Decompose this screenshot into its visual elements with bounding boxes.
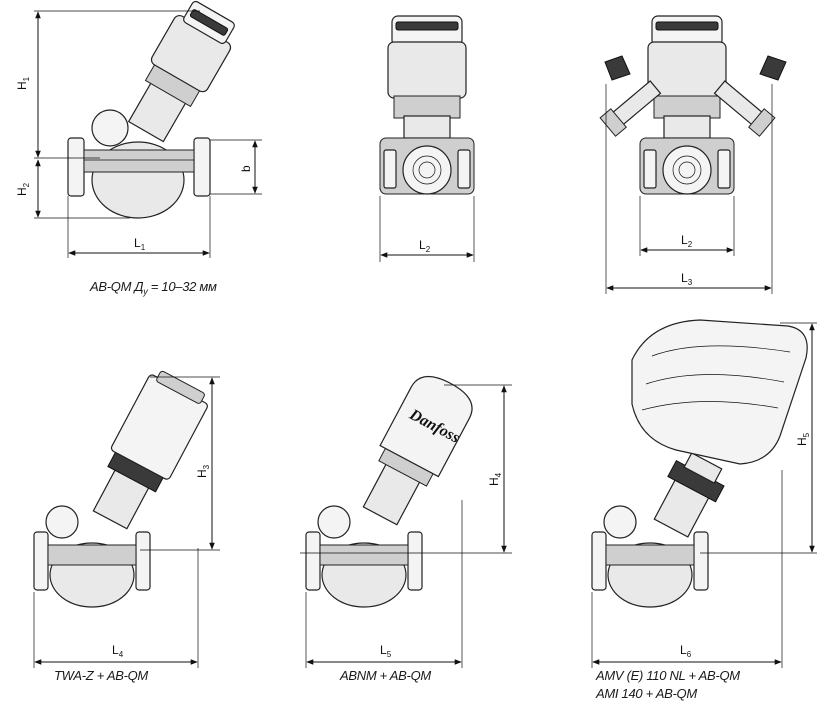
fig5-valve: Danfoss [305, 376, 473, 608]
fig2-dimensions: L2 [379, 196, 475, 262]
fig3-valve [599, 15, 787, 195]
fig3-dimensions: L2 L3 [605, 84, 773, 294]
fig6-valve [591, 319, 808, 608]
caption-fig4: TWA-Z + AB-QM [54, 668, 148, 683]
dim-l4: L4 [112, 643, 124, 659]
dim-l2-fig3: L2 [681, 233, 693, 249]
fig4-valve [33, 370, 208, 608]
dim-l2-fig2: L2 [419, 238, 431, 254]
dim-h3: H3 [195, 464, 211, 478]
fig2-valve [379, 15, 475, 195]
dim-l1: L1 [134, 236, 146, 252]
caption-fig6-line2: AMI 140 + AB-QM [596, 686, 697, 701]
fig1-valve [67, 0, 235, 219]
fig6-dimensions: H5 L6 [591, 322, 817, 668]
dim-h4: H4 [487, 472, 503, 486]
caption-fig6-line1: AMV (E) 110 NL + AB-QM [596, 668, 740, 683]
dim-b: b [239, 165, 253, 172]
dim-l3: L3 [681, 271, 693, 287]
dim-h2: H2 [15, 182, 31, 196]
dim-l6: L6 [680, 643, 692, 659]
dim-l5: L5 [380, 643, 392, 659]
caption-fig5: ABNM + AB-QM [340, 668, 431, 683]
fig1-dimensions: H1 H2 b L1 [15, 10, 262, 258]
dim-h5: H5 [795, 432, 811, 446]
fig4-dimensions: H3 L4 [33, 376, 220, 668]
dim-h1: H1 [15, 76, 31, 90]
fig5-dimensions: H4 L5 [300, 384, 512, 668]
caption-fig1: AB-QM Ду = 10–32 мм [90, 279, 217, 297]
